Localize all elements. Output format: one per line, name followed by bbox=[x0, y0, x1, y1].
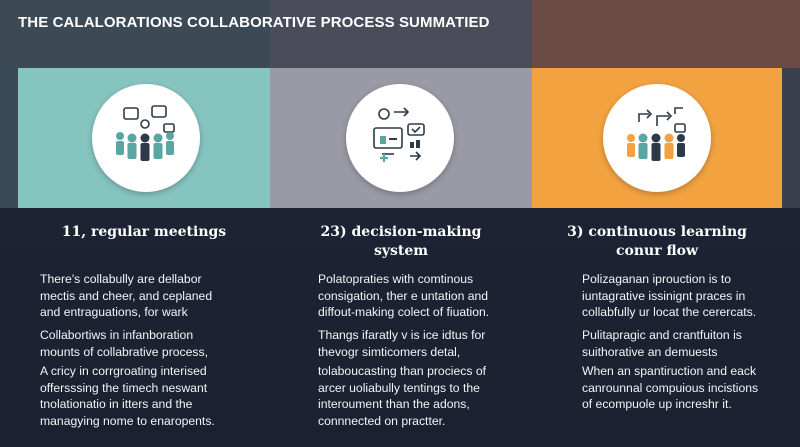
learning-flow-icon bbox=[627, 107, 686, 161]
team-meeting-icon-circle bbox=[92, 84, 200, 192]
header-segment-middle bbox=[270, 0, 532, 68]
panel-orange bbox=[532, 68, 782, 208]
column-paragraph: tolaboucasting than prociecs of arcer uo… bbox=[318, 364, 487, 428]
column-paragraph: A cricy in corrgroating interised offers… bbox=[40, 364, 215, 428]
header-segment-left bbox=[0, 0, 270, 68]
column-paragraph: Polatopraties with comtinous consigation… bbox=[318, 272, 490, 320]
column-heading: 11, regular meetings bbox=[61, 224, 227, 240]
column-paragraph: There's collabully are dellabor mectis a… bbox=[40, 272, 213, 320]
decision-system-icon-circle bbox=[346, 84, 454, 192]
column-heading: 3) continuous learning conur flow bbox=[567, 224, 747, 259]
header-band bbox=[0, 0, 800, 68]
decision-system-icon bbox=[373, 107, 425, 162]
column-regular-meetings: 11, regular meetings There's collabully … bbox=[18, 208, 270, 447]
page-title: THE CALALORATIONS COLLABORATIVE PROCESS … bbox=[18, 14, 490, 31]
column-paragraph: When an spantiruction and eack canrounna… bbox=[582, 364, 759, 412]
left-edge-strip bbox=[0, 68, 18, 208]
column-paragraph: Polizaganan iprouction is to iuntagrativ… bbox=[582, 272, 757, 320]
column-paragraph: Pulitapragic and crantfuiton is suithora… bbox=[582, 328, 742, 359]
team-meeting-icon bbox=[116, 105, 175, 161]
panel-gray bbox=[270, 68, 532, 208]
column-heading: 23) decision-making system bbox=[320, 224, 482, 259]
panel-teal bbox=[18, 68, 270, 208]
column-continuous-learning: 3) continuous learning conur flow Poliza… bbox=[532, 208, 782, 447]
content-area bbox=[0, 208, 800, 447]
right-edge-strip bbox=[782, 68, 800, 208]
column-paragraph: Thangs ifaratly v is ice idtus for thevo… bbox=[318, 328, 486, 359]
column-paragraph: Collabortiws in infanboration mounts of … bbox=[40, 328, 208, 359]
header-segment-right bbox=[532, 0, 800, 68]
learning-flow-icon-circle bbox=[603, 84, 711, 192]
column-decision-making: 23) decision-making system Polatopraties… bbox=[270, 208, 532, 447]
